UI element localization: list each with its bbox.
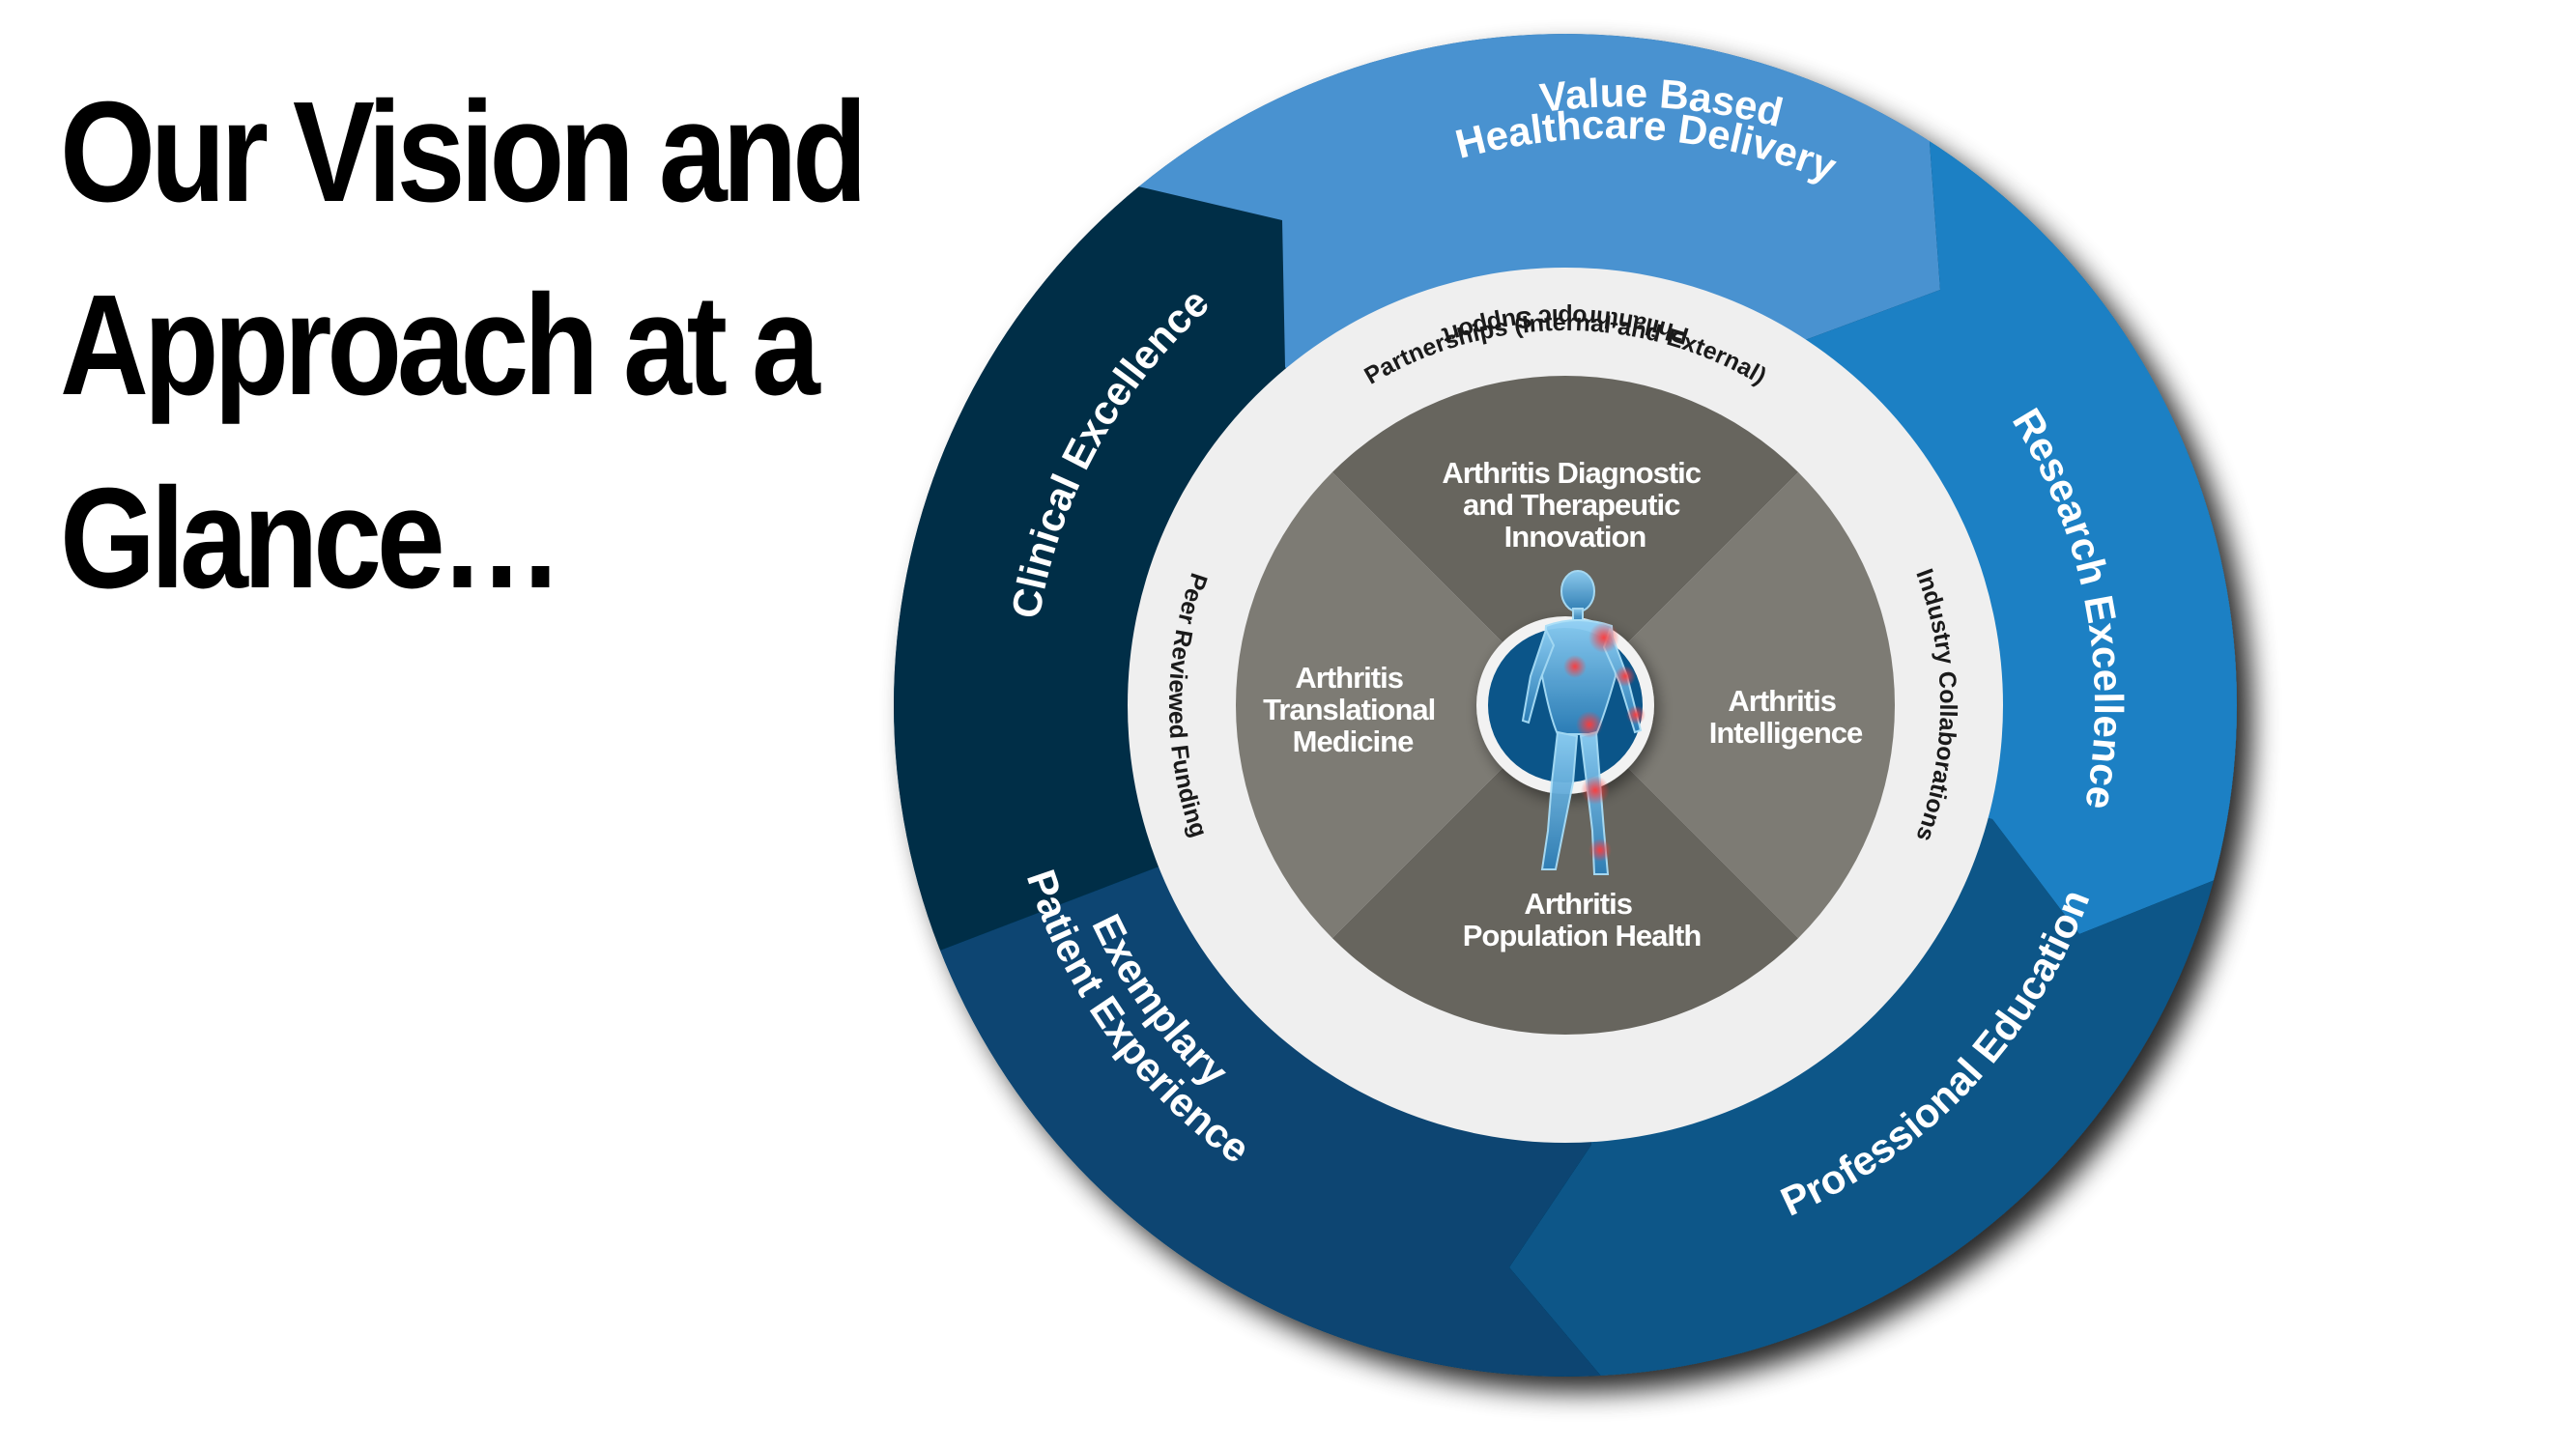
core-label-bottom: Arthritis Population Health	[1463, 887, 1702, 952]
center-emblem	[1476, 570, 1654, 875]
title-line-2: Approach at a	[60, 266, 820, 425]
core-label-left: Arthritis Translational Medicine	[1263, 661, 1443, 758]
title-line-1: Our Vision and	[60, 72, 868, 232]
core-label-right: Arthritis Intelligence	[1709, 684, 1863, 750]
page-title: Our Vision and Approach at a Glance…	[60, 56, 868, 636]
joint-highlights	[1563, 622, 1646, 862]
title-line-3: Glance…	[60, 459, 563, 618]
core-label-top: Arthritis Diagnostic and Therapeutic Inn…	[1442, 456, 1707, 554]
